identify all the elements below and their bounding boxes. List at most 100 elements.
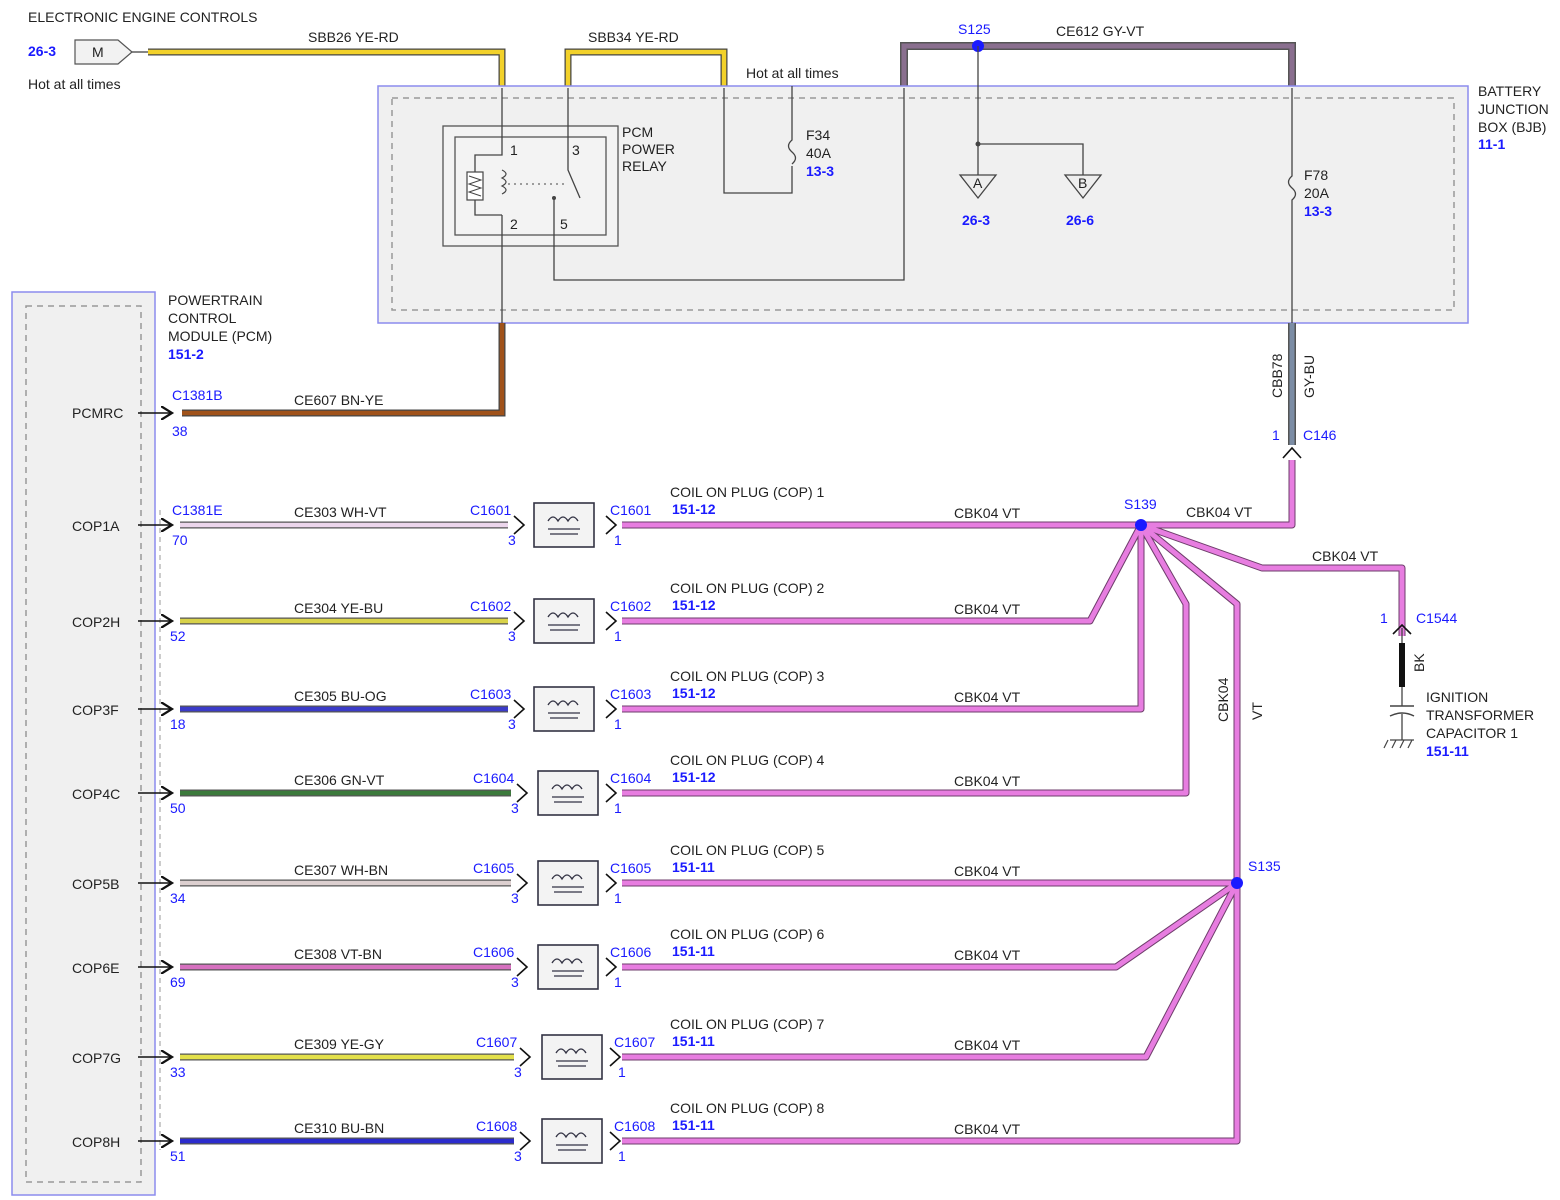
ground-a-ref: 26-3 bbox=[962, 212, 990, 228]
violet-wire bbox=[622, 523, 1189, 796]
ignition-coil-core-icon bbox=[548, 712, 580, 719]
ignition-coil-core-icon bbox=[556, 1144, 588, 1151]
cop-input-wire-label: CE306 GN-VT bbox=[294, 772, 385, 788]
cop-output-wire-label: CBK04 VT bbox=[954, 773, 1021, 789]
ignition-coil-box bbox=[541, 1034, 603, 1080]
pcm-pin-number: 51 bbox=[170, 1148, 186, 1164]
cop-output-wire-label: CBK04 VT bbox=[954, 1121, 1021, 1137]
pcmrc-connector: C1381B bbox=[172, 387, 223, 403]
pcm-pin-label: COP5B bbox=[72, 876, 119, 892]
pcm-pin-label: COP4C bbox=[72, 786, 120, 802]
cop-input-arrow bbox=[513, 515, 526, 535]
cop-title: COIL ON PLUG (COP) 1 bbox=[670, 484, 825, 500]
ground-a-triangle bbox=[958, 174, 998, 200]
cop-pin-a: 3 bbox=[508, 532, 516, 548]
cop-title: COIL ON PLUG (COP) 3 bbox=[670, 668, 825, 684]
cop-title: COIL ON PLUG (COP) 4 bbox=[670, 752, 825, 768]
cop-pin-a: 3 bbox=[508, 716, 516, 732]
bjb-title-3: BOX (BJB) bbox=[1478, 119, 1546, 135]
cop-connector-left: C1603 bbox=[470, 686, 511, 702]
pcm-inner-boundary bbox=[25, 305, 142, 1183]
ignition-coil-winding-icon bbox=[547, 700, 579, 707]
violet-wire bbox=[622, 523, 1144, 624]
header-hot-note: Hot at all times bbox=[28, 76, 121, 92]
c146-connector: C146 bbox=[1303, 427, 1337, 443]
ground-b-triangle bbox=[1063, 174, 1103, 200]
pcmrc-pin-label: PCMRC bbox=[72, 405, 123, 421]
cop-input-arrow bbox=[519, 1047, 532, 1067]
fuse-f78 bbox=[1287, 88, 1297, 325]
cop-input-wire-label: CE308 VT-BN bbox=[294, 946, 382, 962]
ignition-coil-box bbox=[541, 1118, 603, 1164]
cop-ref: 151-11 bbox=[672, 943, 715, 959]
pcm-pin-number: 33 bbox=[170, 1064, 186, 1080]
wire-ce607 bbox=[182, 323, 505, 416]
splice-s135-label: S135 bbox=[1248, 858, 1281, 874]
wire-ce612-label: CE612 GY-VT bbox=[1056, 23, 1145, 39]
cop-pin-b: 1 bbox=[614, 716, 622, 732]
cop-output-wire-label: CBK04 VT bbox=[954, 689, 1021, 705]
cop-pin-b: 1 bbox=[614, 628, 622, 644]
ignition-coil-box bbox=[537, 770, 599, 816]
relay-pin-1: 1 bbox=[510, 142, 518, 158]
pcm-ref: 151-2 bbox=[168, 346, 204, 362]
cop-connector-right: C1606 bbox=[610, 944, 651, 960]
cop-ref: 151-11 bbox=[672, 1117, 715, 1133]
wire-bk-label: BK bbox=[1411, 653, 1427, 672]
c1381e-connector: C1381E bbox=[172, 502, 223, 518]
cop-input-wire-label: CE303 WH-VT bbox=[294, 504, 387, 520]
cop-input-arrow bbox=[516, 957, 529, 977]
c1544-connector: C1544 bbox=[1416, 610, 1457, 626]
vertical-color-label: VT bbox=[1249, 702, 1265, 720]
cop-pin-a: 3 bbox=[511, 974, 519, 990]
cop-pin-b: 1 bbox=[618, 1148, 626, 1164]
cop-input-arrow bbox=[513, 699, 526, 719]
pcm-title-1: POWERTRAIN bbox=[168, 292, 263, 308]
splice-s125-label: S125 bbox=[958, 21, 991, 37]
cop-input-wire-label: CE307 WH-BN bbox=[294, 862, 388, 878]
splice-s139-dot bbox=[1135, 519, 1147, 531]
pcm-power-relay-inner bbox=[454, 136, 607, 236]
ignition-coil-winding-icon bbox=[551, 958, 583, 965]
cop-output-arrow bbox=[605, 515, 618, 535]
cop-title: COIL ON PLUG (COP) 2 bbox=[670, 580, 825, 596]
wire-sbb26-label: SBB26 YE-RD bbox=[308, 29, 399, 45]
capacitor-title-1: IGNITION bbox=[1426, 689, 1488, 705]
capacitor-title-3: CAPACITOR 1 bbox=[1426, 725, 1518, 741]
c1544-pin: 1 bbox=[1380, 610, 1388, 626]
cop-ref: 151-12 bbox=[672, 685, 716, 701]
cop-pin-a: 3 bbox=[508, 628, 516, 644]
c146-arrow bbox=[1282, 446, 1302, 459]
cop-pin-b: 1 bbox=[614, 890, 622, 906]
relay-coil-winding bbox=[500, 169, 507, 195]
cop-ref: 151-11 bbox=[672, 1033, 715, 1049]
pcm-pin-number: 34 bbox=[170, 890, 186, 906]
relay-title-2: POWER bbox=[622, 141, 675, 157]
violet-wire bbox=[622, 883, 1240, 1144]
fuse-f78-name: F78 bbox=[1304, 167, 1328, 183]
ignition-coil-winding-icon bbox=[555, 1132, 587, 1139]
cop-output-arrow bbox=[609, 1131, 622, 1151]
capacitor-feed-label: CBK04 VT bbox=[1312, 548, 1379, 564]
ignition-coil-box bbox=[537, 944, 599, 990]
ignition-coil-core-icon bbox=[552, 796, 584, 803]
relay-switch-contact bbox=[567, 88, 581, 199]
cop-ref: 151-12 bbox=[672, 769, 716, 785]
cop-output-arrow bbox=[605, 699, 618, 719]
cop-pin-b: 1 bbox=[614, 800, 622, 816]
capacitor-title-2: TRANSFORMER bbox=[1426, 707, 1534, 723]
cop-connector-left: C1607 bbox=[476, 1034, 517, 1050]
cop-pin-a: 3 bbox=[514, 1064, 522, 1080]
wire-ce607-label: CE607 BN-YE bbox=[294, 392, 383, 408]
pcm-pin-number: 69 bbox=[170, 974, 186, 990]
fuse-f34-circuit-lower bbox=[723, 88, 793, 194]
ground-a-label: A bbox=[973, 175, 983, 191]
cop-output-arrow bbox=[609, 1047, 622, 1067]
cop-connector-left: C1606 bbox=[473, 944, 514, 960]
ignition-coil-box bbox=[533, 502, 595, 548]
ground-b-label: B bbox=[1078, 175, 1087, 191]
cop-input-wire-label: CE309 YE-GY bbox=[294, 1036, 385, 1052]
relay-output-circuit bbox=[553, 88, 905, 281]
